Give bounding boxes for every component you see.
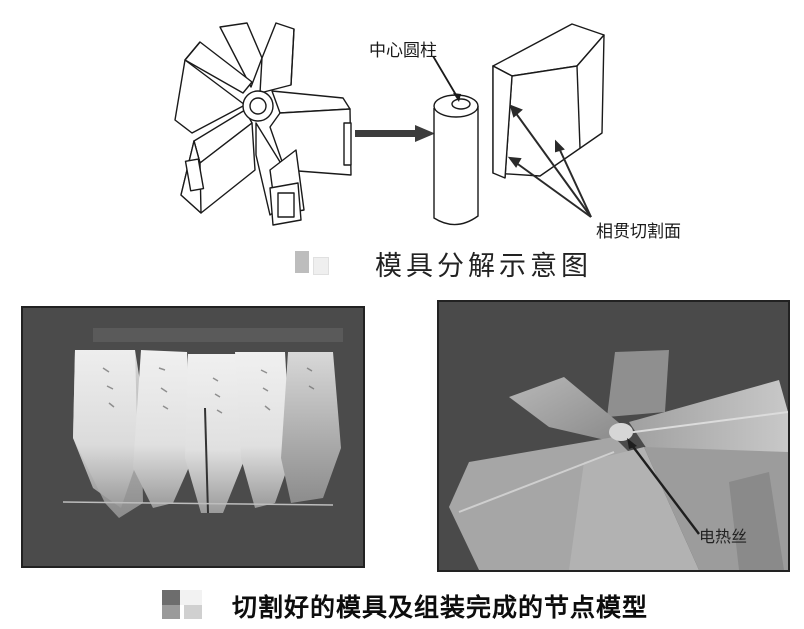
exploded-diagram-caption: 模具分解示意图: [375, 251, 592, 282]
photos-caption: 切割好的模具及组装完成的节点模型: [232, 593, 649, 622]
assembled-node-graphic: [449, 350, 788, 570]
heating-wire-label: 电热丝: [699, 527, 748, 546]
foam-pieces-graphic: [62, 328, 343, 518]
exploded-diagram: 中心圆柱 相贯切割面 模: [0, 0, 804, 290]
assembled-node-photo: 电热丝: [437, 300, 790, 572]
figure-number-placeholder-2: [162, 590, 204, 620]
intersecting-cut-faces-label: 相贯切割面: [596, 222, 681, 242]
arrow-right-icon: [355, 125, 435, 142]
center-cylinder-label: 中心圆柱: [369, 41, 437, 61]
center-cylinder-drawing: [432, 56, 479, 226]
cut-molds-photo: [21, 306, 365, 568]
assembled-mold-drawing: [174, 22, 352, 226]
cut-mold-piece-drawing: [492, 23, 605, 179]
cut-face-pointer-arrows: [507, 104, 592, 218]
figure-number-placeholder: [295, 251, 329, 275]
